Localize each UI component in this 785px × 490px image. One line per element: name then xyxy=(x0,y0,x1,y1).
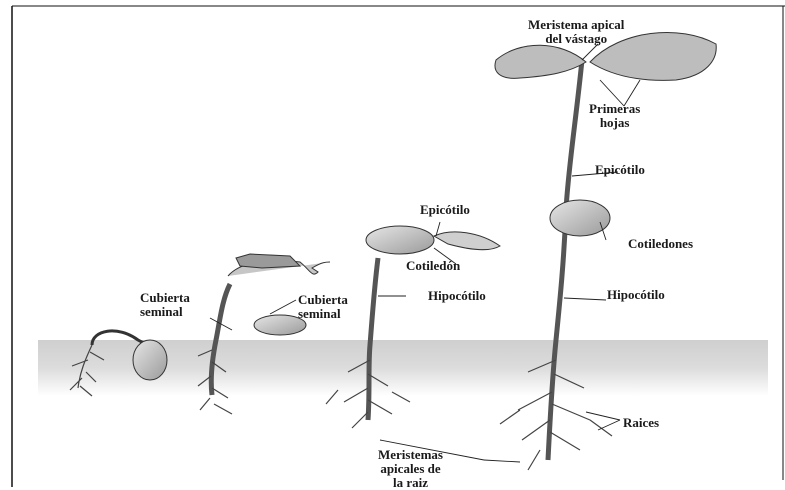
stage-3-seedling xyxy=(326,226,500,428)
label-hipocotilo-right: Hipocótilo xyxy=(607,288,665,302)
label-epicotilo-mid: Epicótilo xyxy=(420,203,470,217)
label-cotiledon: Cotiledón xyxy=(406,259,460,273)
label-cubierta-seminal-1: Cubierta seminal xyxy=(140,291,190,319)
label-primeras-hojas: Primeras hojas xyxy=(589,102,640,130)
label-meristemas-raiz: Meristemas apicales de la raiz xyxy=(378,448,443,490)
label-hipocotilo-mid: Hipocótilo xyxy=(428,289,486,303)
label-cotiledones: Cotiledones xyxy=(628,237,693,251)
label-meristema-apical: Meristema apical del vástago xyxy=(528,18,624,46)
label-cubierta-seminal-2: Cubierta seminal xyxy=(298,293,348,321)
label-epicotilo-top: Epicótilo xyxy=(595,163,645,177)
stage-4-plant xyxy=(495,32,716,470)
label-raices: Raices xyxy=(623,416,659,430)
